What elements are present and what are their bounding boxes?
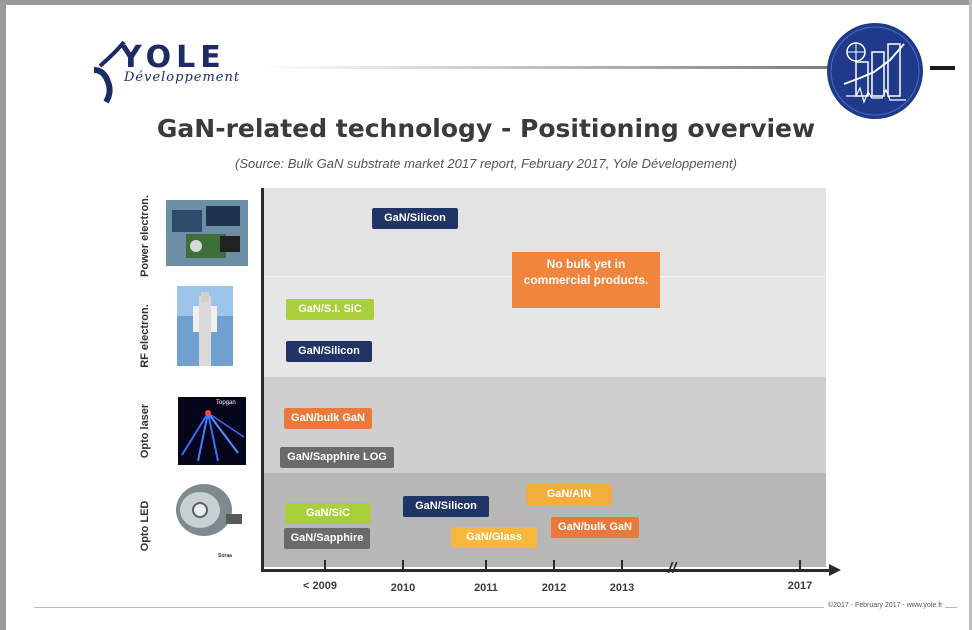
x-tick-label: < 2009 (303, 580, 337, 592)
chip-led-gan-glass: GaN/Glass (451, 527, 537, 548)
laser-beams-photo (178, 397, 246, 465)
x-tick (324, 560, 326, 572)
chip-led-gan-bulk: GaN/bulk GaN (551, 517, 639, 538)
rf-antenna-tower-photo (177, 286, 233, 366)
laser-photo-caption: Topgan (216, 400, 236, 406)
header-rule-end (930, 66, 955, 70)
x-tick-label: 2017 (787, 580, 813, 592)
x-tick-label: 2010 (390, 582, 416, 594)
footer-rule-end (945, 607, 957, 608)
x-axis (261, 569, 831, 572)
x-axis-arrow-icon (829, 564, 841, 576)
led-photo-caption: Soraa (218, 553, 232, 559)
footer-rule (34, 607, 824, 608)
brand-subtitle: Développement (124, 70, 241, 85)
frame-left (0, 0, 6, 630)
brand-name: YOLE (120, 40, 226, 75)
x-tick-label: 2011 (474, 582, 498, 594)
axis-break-icon: // (668, 560, 677, 577)
page-title: GaN-related technology - Positioning ove… (156, 114, 816, 143)
chip-led-gan-silicon: GaN/Silicon (403, 496, 489, 517)
header-rule (258, 66, 832, 69)
x-tick-label: 2013 (609, 582, 635, 594)
page-subtitle: (Source: Bulk GaN substrate market 2017 … (235, 156, 737, 171)
footer-copyright: ©2017 - February 2017 - www.yole.fr (828, 602, 943, 609)
chip-laser-gan-sapphire-log: GaN/Sapphire LOG (280, 447, 394, 468)
chip-led-gan-aln: GaN/AlN (526, 484, 612, 505)
chip-led-gan-sic: GaN/SiC (285, 503, 371, 524)
x-tick (799, 560, 801, 572)
chip-rf-gan-silicon: GaN/Silicon (286, 341, 372, 362)
x-tick-label: 2012 (541, 582, 567, 594)
frame-right (969, 0, 972, 630)
chip-laser-gan-bulk: GaN/bulk GaN (284, 408, 372, 429)
x-tick (402, 560, 404, 572)
y-axis (261, 188, 264, 572)
x-tick (485, 560, 487, 572)
chip-led-gan-sapphire: GaN/Sapphire (284, 528, 370, 549)
led-lamp-photo (170, 478, 246, 546)
frame-top (0, 0, 972, 5)
no-bulk-note: No bulk yet in commercial products. (512, 252, 660, 308)
row-label-opto-led: Opto LED (139, 500, 151, 552)
x-tick (621, 560, 623, 572)
power-electronics-photo (166, 200, 248, 266)
chip-rf-gan-si-sic: GaN/S.I. SiC (286, 299, 374, 320)
growth-chart-emblem-icon (827, 23, 923, 119)
yole-logo-icon (93, 40, 126, 104)
chip-power-gan-silicon: GaN/Silicon (372, 208, 458, 229)
x-tick (553, 560, 555, 572)
